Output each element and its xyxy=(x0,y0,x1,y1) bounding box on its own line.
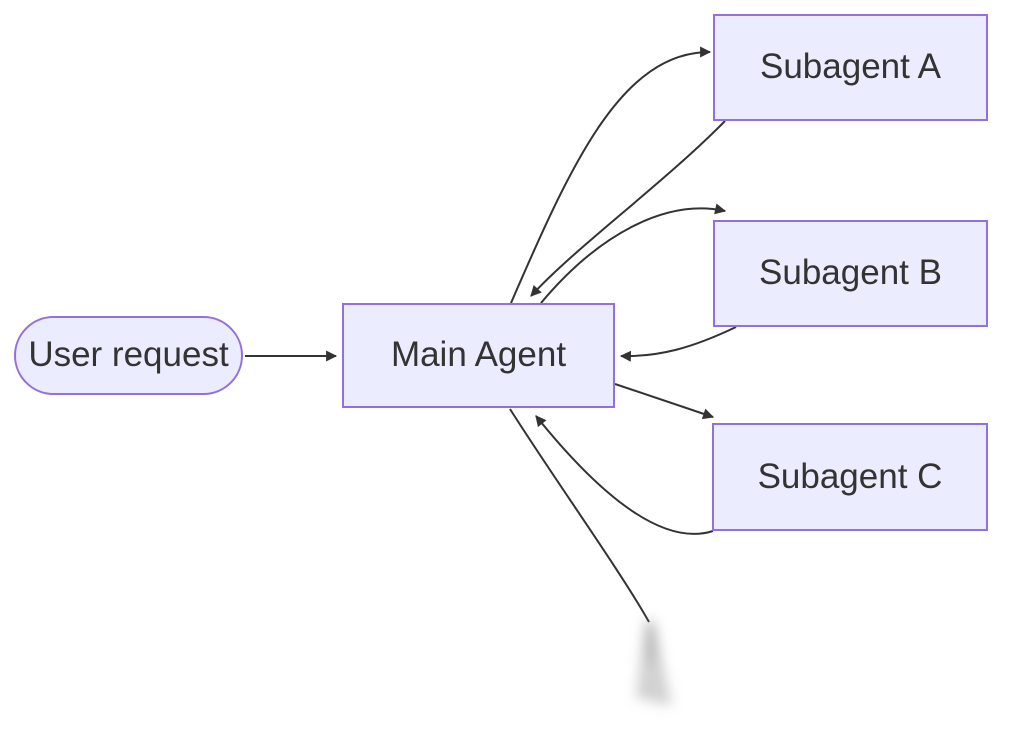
edge-subagent-a-to-main-agent xyxy=(530,120,726,297)
node-subagent-b: Subagent B xyxy=(713,220,988,327)
node-subagent-b-label: Subagent B xyxy=(759,253,942,293)
node-subagent-c: Subagent C xyxy=(712,423,988,531)
edge-main-agent-to-offscreen xyxy=(509,408,650,623)
node-subagent-a-label: Subagent A xyxy=(760,47,941,87)
edge-main-agent-to-subagent-c xyxy=(614,383,715,420)
edge-main-agent-to-subagent-b xyxy=(540,203,727,304)
node-subagent-a: Subagent A xyxy=(713,14,988,121)
node-main-agent-label: Main Agent xyxy=(390,335,567,375)
node-main-agent: Main Agent xyxy=(342,303,615,408)
node-user-request: User request xyxy=(14,316,243,395)
node-subagent-c-label: Subagent C xyxy=(757,456,943,496)
fade-smudge xyxy=(636,620,672,706)
edge-subagent-c-to-main-agent xyxy=(535,415,714,535)
node-user-request-label: User request xyxy=(28,335,229,375)
edge-main-agent-to-subagent-a xyxy=(510,46,712,304)
edge-subagent-b-to-main-agent xyxy=(619,326,737,362)
